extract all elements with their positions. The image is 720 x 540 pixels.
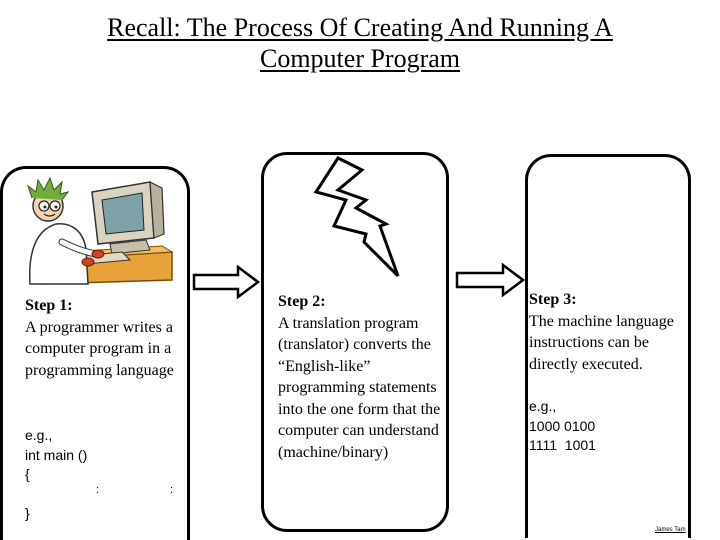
- example-label: e.g.,: [25, 427, 53, 443]
- lightning-bolt-icon: [313, 156, 400, 278]
- code-line: }: [25, 505, 30, 521]
- example-label: e.g.,: [529, 398, 557, 414]
- step-2-text: Step 2: A translation program (translato…: [278, 291, 442, 463]
- ellipsis-dots: :: [96, 484, 100, 496]
- programmer-at-computer-icon: [27, 176, 174, 285]
- step-2-description: A translation program (translator) conve…: [278, 314, 441, 461]
- step-3-text: Step 3: The machine language instruction…: [529, 289, 679, 375]
- right-arrow-icon: [455, 263, 525, 297]
- binary-line: 1111 1001: [529, 437, 596, 453]
- step-1-heading: Step 1:: [25, 297, 73, 314]
- slide-title-line-1: Recall: The Process Of Creating And Runn…: [107, 13, 613, 42]
- slide-title-line-2: Computer Program: [259, 44, 461, 73]
- binary-line: 1000 0100: [529, 417, 596, 434]
- step-1-description: A programmer writes a computer program i…: [25, 318, 174, 379]
- step-3-example: e.g., 1000 0100 1111 1001: [529, 397, 679, 456]
- author-credit: James Tam: [655, 527, 686, 533]
- step-3-description: The machine language instructions can be…: [529, 312, 674, 373]
- slide-title: Recall: The Process Of Creating And Runn…: [0, 12, 720, 74]
- step-3-heading: Step 3:: [529, 291, 577, 308]
- code-line: {: [25, 466, 30, 482]
- step-1-text: Step 1: A programmer writes a computer p…: [25, 295, 185, 381]
- ellipsis-dots: :: [170, 484, 174, 496]
- code-line: int main (): [25, 446, 88, 463]
- step-3-box: [525, 154, 691, 538]
- step-2-heading: Step 2:: [278, 293, 326, 310]
- step-1-example: e.g., int main () { }: [25, 426, 185, 524]
- right-arrow-icon: [192, 265, 260, 299]
